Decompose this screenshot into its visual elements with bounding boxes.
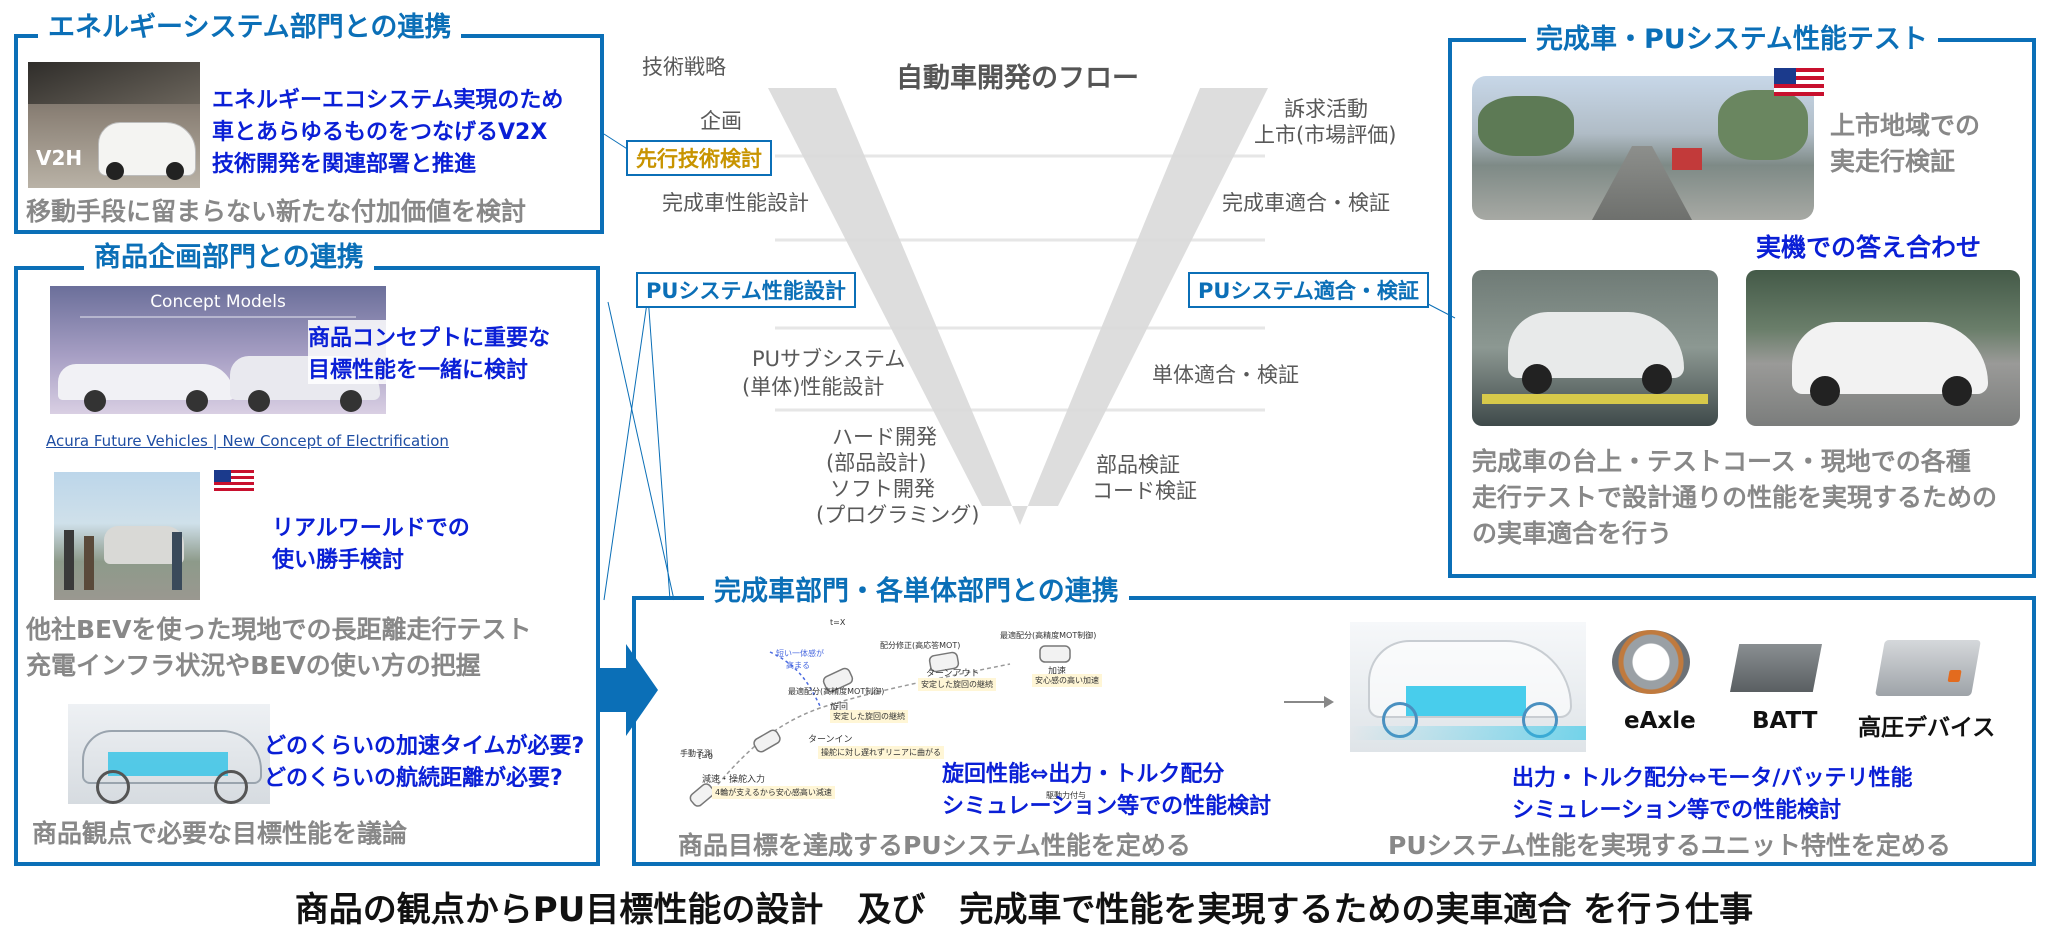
maneuver-tx: t=X (830, 618, 846, 627)
batt-icon (1730, 644, 1822, 692)
planning-section-title: 商品企画部門との連携 (84, 242, 374, 274)
unit-eaxle-label: eAxle (1624, 708, 1696, 734)
market-gray-line-2: 実走行検証 (1830, 147, 1956, 176)
v-left-strategy: 技術戦略 (642, 55, 726, 79)
maneuver-label-2: 操舵に対し遅れずリニアに曲がる (818, 746, 944, 759)
maneuver-dist-1: 最適配分(高精度MOT制御) (788, 687, 885, 696)
energy-gray-text: 移動手段に留まらない新たな付加価値を検討 (26, 197, 527, 226)
v-right-appeal-1: 訴求活動 (1284, 97, 1368, 121)
v-left-hw-1: ハード開発 (832, 425, 937, 449)
test-section-title: 完成車・PUシステム性能テスト (1526, 24, 1938, 56)
sim-gray-text: 商品目標を達成するPUシステム性能を定める (678, 831, 1191, 860)
bev-gray-line-2: 充電インフラ状況やBEVの使い方の把握 (26, 651, 481, 680)
concept-blue-line-1: 商品コンセプトに重要な (308, 320, 551, 352)
collab-section-title: 完成車部門・各単体部門との連携 (704, 576, 1129, 608)
unit-hv-label: 高圧デバイス (1858, 715, 1996, 741)
maneuver-phase-2: ターンイン (808, 735, 853, 745)
target-gray-text: 商品観点で必要な目標性能を議論 (32, 819, 408, 848)
sim-blue-line-2: シミュレーション等での性能検討 (942, 794, 1272, 819)
sim-blue-line-1: 旋回性能⇔出力・トルク配分 (942, 762, 1225, 787)
v-right-part-verify-1: 部品検証 (1096, 453, 1180, 477)
v-flow-title: 自動車開発のフロー (896, 63, 1139, 94)
maneuver-note-1: 短い一体感が (776, 649, 824, 658)
target-blue-line-1: どのくらいの加速タイムが必要? (264, 734, 585, 759)
energy-blue-line-1: エネルギーエコシステム実現のため (212, 88, 564, 113)
bev-cutaway-image (1350, 622, 1586, 752)
energy-blue-line-3: 技術開発を関連部署と推進 (212, 152, 477, 177)
small-arrow-icon (1284, 696, 1334, 708)
unit-gray-text: PUシステム性能を実現するユニット特性を定める (1388, 831, 1951, 860)
eaxle-icon (1612, 630, 1690, 694)
v2h-photo: V2H (28, 62, 200, 188)
v-left-sub-design-1: PUサブシステム (752, 347, 906, 371)
maneuver-label-5: 安心感の高い加速 (1032, 674, 1102, 687)
v-left-pu-design-tag: PUシステム性能設計 (636, 272, 856, 308)
maneuver-phase-6: 手動予測 (680, 749, 712, 758)
chassis-image (68, 704, 270, 804)
dyno-photo (1472, 270, 1718, 426)
v-shape (768, 88, 1268, 525)
concept-link[interactable]: Acura Future Vehicles | New Concept of E… (46, 432, 449, 450)
maneuver-label-1: 4輪が支えるから安心感高い減速 (712, 786, 835, 799)
test-gray-line-2: 走行テストで設計通りの性能を実現するための (1472, 483, 1998, 512)
answer-blue-text: 実機での答え合わせ (1756, 233, 1982, 262)
road-photo (1472, 76, 1814, 220)
energy-section-title: エネルギーシステム部門との連携 (38, 12, 462, 44)
target-blue-line-2: どのくらいの航続距離が必要? (264, 766, 563, 791)
v-right-unit-verify: 単体適合・検証 (1152, 363, 1299, 387)
maneuver-phase-4: ターンアウト (926, 669, 980, 679)
realworld-blue-line-2: 使い勝手検討 (272, 548, 405, 573)
energy-blue-line-2: 車とあらゆるものをつなげるV2X (212, 120, 548, 145)
v-right-part-verify-2: コード検証 (1092, 479, 1197, 503)
v-right-appeal-2: 上市(市場評価) (1254, 123, 1397, 147)
connector-lines-2 (603, 295, 671, 601)
maneuver-label-4: 安定した旋回の継続 (918, 678, 996, 691)
bottom-title: 商品の観点からPU目標性能の設計 及び 完成車で性能を実現するための実車適合 を… (294, 890, 1754, 930)
us-flag-icon (1774, 68, 1824, 96)
maneuver-t0: t=0 (698, 752, 713, 761)
unit-batt-label: BATT (1752, 708, 1818, 734)
v-left-plan: 企画 (700, 109, 742, 133)
unit-blue-line-2: シミュレーション等での性能検討 (1512, 798, 1842, 823)
v-left-hw-3: ソフト開発 (830, 477, 935, 501)
v-left-vehicle-design: 完成車性能設計 (662, 191, 809, 215)
maneuver-drive: 駆動力付与 (1046, 791, 1086, 800)
hv-device-icon (1875, 640, 1981, 696)
test-gray-line-1: 完成車の台上・テストコース・現地での各種 (1472, 447, 1971, 476)
v-left-hw-2: (部品設計) (826, 451, 927, 475)
test-gray-line-3: の実車適合を行う (1472, 519, 1673, 548)
bev-gray-line-1: 他社BEVを使った現地での長距離走行テスト (26, 615, 532, 644)
concept-blue-line-2: 目標性能を一緒に検討 (308, 352, 529, 384)
v-diagram (607, 88, 1456, 601)
flow-arrow-icon (596, 644, 658, 736)
v-right-pu-verify-tag: PUシステム適合・検証 (1188, 272, 1429, 308)
v2h-label: V2H (36, 146, 83, 170)
concept-models-title: Concept Models (150, 292, 286, 312)
realworld-blue-line-1: リアルワールドでの (272, 516, 470, 541)
maneuver-dist-3: 最適配分(高精度MOT制御) (1000, 631, 1097, 640)
collab-section (632, 596, 2036, 866)
maneuver-phase-3: 旋回 (830, 703, 849, 713)
market-gray-line-1: 上市地域での (1830, 111, 1981, 140)
test-course-photo (1746, 270, 2020, 426)
v-right-vehicle-verify: 完成車適合・検証 (1222, 191, 1390, 215)
unit-blue-line-1: 出力・トルク配分⇔モータ/バッテリ性能 (1512, 766, 1913, 791)
maneuver-dist-2: 配分修正(高応答MOT) (880, 641, 961, 650)
maneuver-note-2: 高まる (786, 661, 810, 670)
v-left-advanced-tag: 先行技術検討 (626, 140, 772, 176)
v-left-hw-4: (プログラミング) (816, 503, 980, 527)
us-flag-icon (214, 470, 254, 492)
bev-test-photo (54, 472, 200, 600)
maneuver-label-3: 安定した旋回の継続 (830, 710, 908, 723)
maneuver-phase-1: 減速・操舵入力 (702, 775, 766, 785)
v-left-sub-design-2: (単体)性能設計 (742, 375, 885, 399)
maneuver-phase-5: 加速 (1048, 667, 1067, 677)
